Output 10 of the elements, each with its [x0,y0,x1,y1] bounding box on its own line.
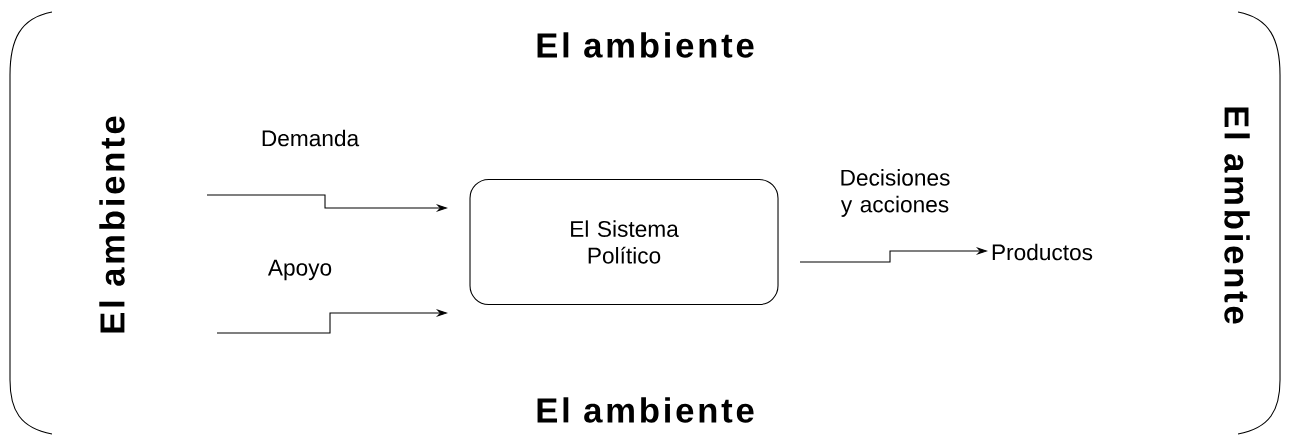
edge-label: Apoyo [267,259,332,281]
ambient-label: El ambiente [99,116,125,333]
environment-frame [9,11,1281,435]
edge-label: Decisiones y acciones [840,169,950,217]
ambient-label: El ambiente [1224,107,1250,324]
ambient-label: El ambiente [537,397,754,423]
output-label: Productos [992,243,1093,261]
ambient-label: El ambiente [537,32,754,58]
system-box: El Sistema Político [469,178,779,306]
edge-label: Demanda [262,129,360,147]
